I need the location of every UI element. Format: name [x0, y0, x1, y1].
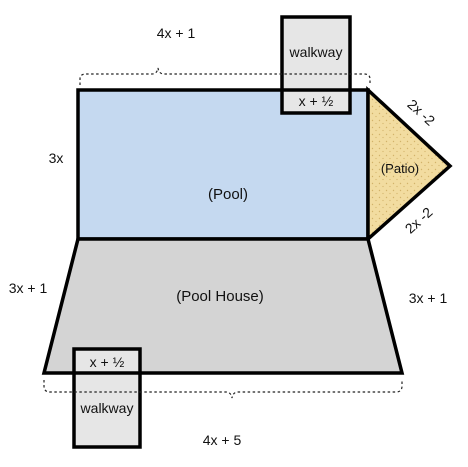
- walkway-bottom-label: walkway: [80, 400, 134, 416]
- patio-upper-dimension: 2x -2: [404, 96, 438, 129]
- walkway-top-label: walkway: [289, 44, 343, 60]
- pool-top-brace: [79, 67, 371, 85]
- patio-lower-dimension: 2x -2: [402, 204, 436, 237]
- pool-house-region: [41, 237, 405, 375]
- walkway-bottom-width: x + ½: [90, 354, 125, 370]
- house-left-dimension: 3x + 1: [9, 280, 48, 296]
- pool-label: (Pool): [208, 186, 248, 203]
- house-bottom-brace: [43, 380, 403, 399]
- house-right-dimension: 3x + 1: [409, 290, 448, 306]
- pool-left-dimension: 3x: [49, 150, 64, 166]
- patio-region: [366, 85, 453, 243]
- walkway-top-region: [280, 15, 352, 115]
- pool-region: [76, 88, 370, 241]
- patio-label: (Patio): [381, 161, 419, 176]
- house-bottom-dimension: 4x + 5: [203, 432, 242, 448]
- walkway-bottom-region: [72, 347, 142, 449]
- walkway-top-width: x + ½: [299, 93, 334, 109]
- pool-top-dimension: 4x + 1: [157, 25, 196, 41]
- pool-house-label: (Pool House): [176, 288, 264, 305]
